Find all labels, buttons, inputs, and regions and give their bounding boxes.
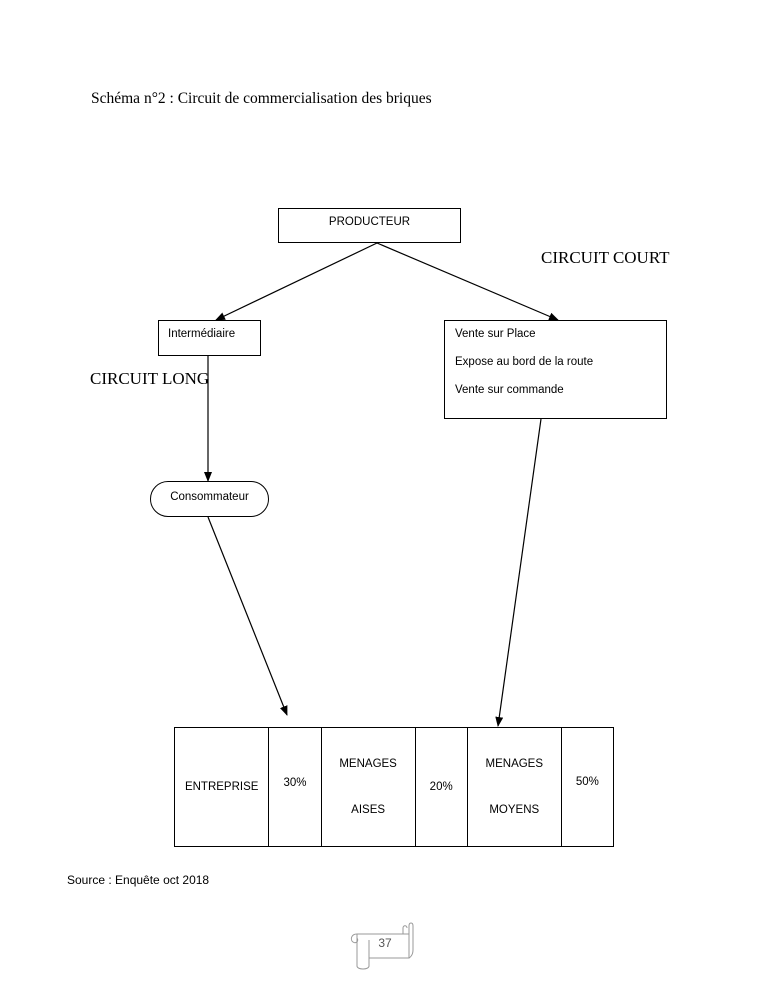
node-producteur: PRODUCTEUR xyxy=(278,208,461,243)
node-consommateur: Consommateur xyxy=(150,481,269,517)
cell-category-menages-moyens: MENAGES MOYENS xyxy=(466,727,562,847)
node-producteur-label: PRODUCTEUR xyxy=(328,216,411,228)
node-intermediaire-label: Intermédiaire xyxy=(168,328,236,340)
option-expose-bord-route: Expose au bord de la route xyxy=(455,356,594,368)
share-value: 50% xyxy=(575,776,599,788)
option-vente-sur-commande: Vente sur commande xyxy=(455,384,564,396)
label-circuit-court: CIRCUIT COURT xyxy=(541,248,670,267)
share-value: 30% xyxy=(283,777,307,789)
cell-share-menages-aises: 20% xyxy=(414,727,468,847)
distribution-table: ENTREPRISE 30% MENAGES AISES 20% MENAGES… xyxy=(173,727,615,847)
category-label-line-1: MENAGES xyxy=(485,758,544,770)
node-consommateur-label: Consommateur xyxy=(170,491,249,503)
label-circuit-long: CIRCUIT LONG xyxy=(90,369,210,388)
arrow-producteur-to-circuit-court xyxy=(376,242,559,321)
cell-category-entreprise: ENTREPRISE xyxy=(173,727,270,847)
category-label-line-2: AISES xyxy=(351,804,386,816)
arrow-circuit-court-to-menages-moyens xyxy=(495,418,542,727)
option-vente-sur-place: Vente sur Place xyxy=(455,328,536,340)
category-label-line-2: MOYENS xyxy=(489,804,540,816)
category-label: ENTREPRISE xyxy=(184,781,259,793)
arrow-consommateur-to-entreprise xyxy=(207,516,288,716)
category-label-line-1: MENAGES xyxy=(339,758,397,770)
table-row: ENTREPRISE 30% MENAGES AISES 20% MENAGES… xyxy=(173,727,615,847)
share-value: 20% xyxy=(429,781,453,793)
cell-category-menages-aises: MENAGES AISES xyxy=(320,727,416,847)
node-intermediaire: Intermédiaire xyxy=(158,320,261,356)
node-circuit-court-options: Vente sur Place Expose au bord de la rou… xyxy=(444,320,667,419)
page-number-scroll-icon xyxy=(350,922,414,970)
source-note: Source : Enquête oct 2018 xyxy=(67,873,210,887)
diagram-title: Schéma n°2 : Circuit de commercialisatio… xyxy=(91,90,432,107)
page-number: 37 xyxy=(378,936,392,950)
cell-share-entreprise: 30% xyxy=(268,727,322,847)
cell-share-menages-moyens: 50% xyxy=(560,727,615,847)
arrow-producteur-to-intermediaire xyxy=(215,242,378,321)
